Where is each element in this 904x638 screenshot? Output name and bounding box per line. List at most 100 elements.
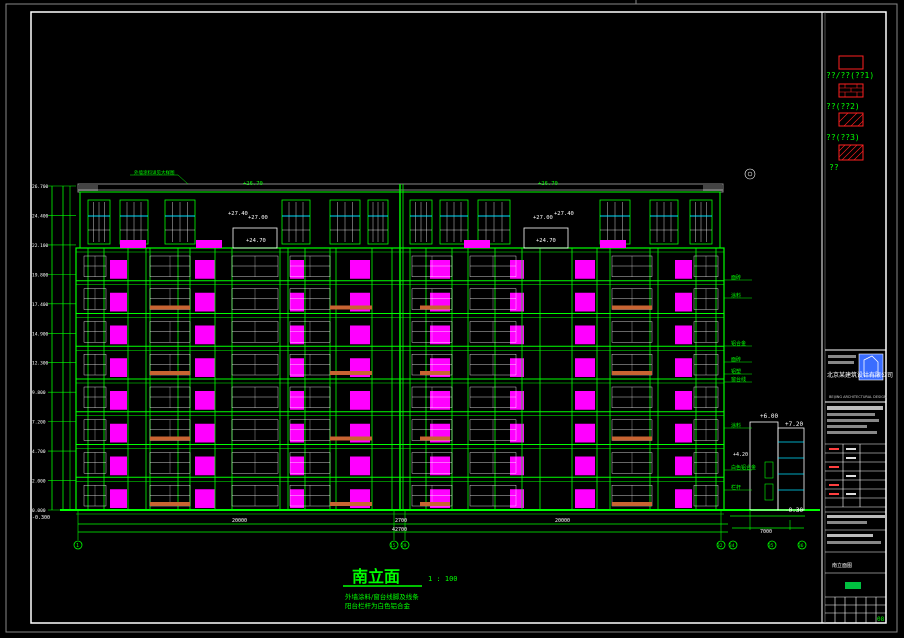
wall-panel: [195, 456, 215, 476]
legend-label-1: ??/??(??1): [826, 71, 874, 80]
balcony-rail: [612, 436, 652, 441]
drawing-note-1: 外墙涂料/窗台线脚及线条: [345, 592, 419, 601]
level-label: 0.000: [32, 508, 46, 514]
wall-panel: [290, 456, 304, 476]
wall-panel: [290, 325, 304, 345]
attic-window: [367, 199, 389, 245]
level-label: 2.000: [32, 479, 46, 485]
attic-accent: [196, 240, 222, 248]
elevation-marks: +26.70 +26.70 +27.40 +27.00 +24.70 +27.0…: [32, 168, 756, 521]
elev-parapet-left-c: +24.70: [246, 238, 266, 244]
elev-parapet-right-a: +27.00: [533, 215, 553, 221]
wall-panel: [510, 325, 524, 345]
outer-border: [5, 3, 898, 633]
wall-panel: [575, 292, 595, 312]
wall-panel: [575, 391, 595, 410]
wall-panel: [430, 260, 450, 279]
drawing-title: 南立面: [352, 567, 400, 586]
wall-panel: [110, 292, 127, 312]
wall-panel: [510, 391, 524, 410]
attic-window: [439, 199, 469, 245]
legend-label-2: ??(??2): [826, 102, 860, 111]
dimension-lines: 20000 2700 20000 42700: [77, 510, 728, 540]
callout-label: 白色铝合金: [731, 464, 756, 471]
level-label: 26.700: [32, 184, 49, 190]
axis-label: 35: [768, 543, 774, 549]
side-bay-dimension: 7000: [760, 529, 772, 535]
wall-panel: [575, 423, 595, 443]
legend-label-3: ??(??3): [826, 133, 860, 142]
balcony-rail: [330, 371, 372, 375]
level-label: 12.300: [32, 361, 49, 367]
wall-panel: [195, 292, 215, 312]
wall-panel: [110, 391, 127, 410]
balcony-rail: [150, 502, 190, 506]
axis-label: 29: [401, 543, 407, 549]
wall-panel: [290, 391, 304, 410]
attic-accent: [600, 240, 626, 248]
level-label: 4.700: [32, 449, 46, 455]
elev-roof-left: +26.70: [243, 181, 263, 187]
title-block: ??/??(??1) ??(??2) ??(??3) ?? 北京某建筑设计有限公…: [821, 12, 893, 623]
side-elev-top: +6.00: [760, 413, 778, 420]
wall-panel: [510, 456, 524, 476]
wall-panel: [430, 325, 450, 345]
balcony-rail: [420, 436, 450, 441]
wall-panel: [290, 489, 304, 508]
wall-panel: [510, 489, 524, 508]
side-elev-ground: -0.30: [785, 507, 803, 514]
axis-label: 1: [76, 543, 79, 549]
axis-bubble: [767, 540, 777, 550]
wall-panel: [110, 325, 127, 345]
callout-label: 涂料: [731, 292, 741, 299]
wall-panel: [195, 489, 215, 508]
attic-window: [329, 199, 361, 245]
balcony-rail: [420, 371, 450, 375]
legend-swatch-hatch-3: [838, 144, 864, 161]
attic-window: [477, 199, 511, 245]
elev-ground-left: -0.300: [32, 515, 50, 521]
attic-window: [409, 199, 433, 245]
wall-panel: [430, 456, 450, 476]
callout-label: 面砖: [731, 356, 741, 363]
axis-bubble: [400, 540, 410, 550]
wall-panel: [575, 456, 595, 476]
level-label: 17.400: [32, 302, 49, 308]
balcony-rail: [330, 502, 372, 506]
balcony-rail: [150, 436, 190, 441]
axis-bubble: [728, 540, 738, 550]
sheet-number: 08: [877, 616, 885, 623]
dim-mid-gap: 2700: [395, 518, 407, 524]
wall-panel: [675, 489, 692, 508]
wall-panel: [350, 325, 370, 345]
balcony-rail: [330, 436, 372, 441]
dim-right-bay: 20000: [555, 518, 570, 524]
level-label: 7.200: [32, 420, 46, 426]
balcony-rail: [612, 502, 652, 506]
wall-panel: [350, 391, 370, 410]
wall-panel: [350, 456, 370, 476]
wall-panel: [510, 292, 524, 312]
attic-window: [87, 199, 111, 245]
callout-label: 窗台线: [731, 376, 746, 383]
wall-panel: [675, 325, 692, 345]
wall-panel: [575, 325, 595, 345]
axis-label: 34: [729, 543, 735, 549]
sheet-label: 南立面图: [832, 562, 852, 569]
wall-panel: [110, 260, 127, 279]
side-elev-mid: +4.20: [733, 452, 748, 458]
wall-panel: [575, 358, 595, 377]
drawing-note-2: 阳台栏杆为白色铝合金: [345, 601, 411, 610]
wall-panel: [290, 423, 304, 443]
axis-bubble: [797, 540, 807, 550]
dim-overall: 42700: [392, 527, 407, 533]
axis-bubble: [389, 540, 399, 550]
drawing-scale: 1 : 100: [428, 575, 458, 583]
inner-border: [30, 11, 887, 624]
callout-label: 涂料: [731, 422, 741, 429]
wall-panel: [675, 423, 692, 443]
legend-swatch-brick: [838, 83, 864, 98]
wall-panel: [195, 358, 215, 377]
wall-panel: [575, 489, 595, 508]
